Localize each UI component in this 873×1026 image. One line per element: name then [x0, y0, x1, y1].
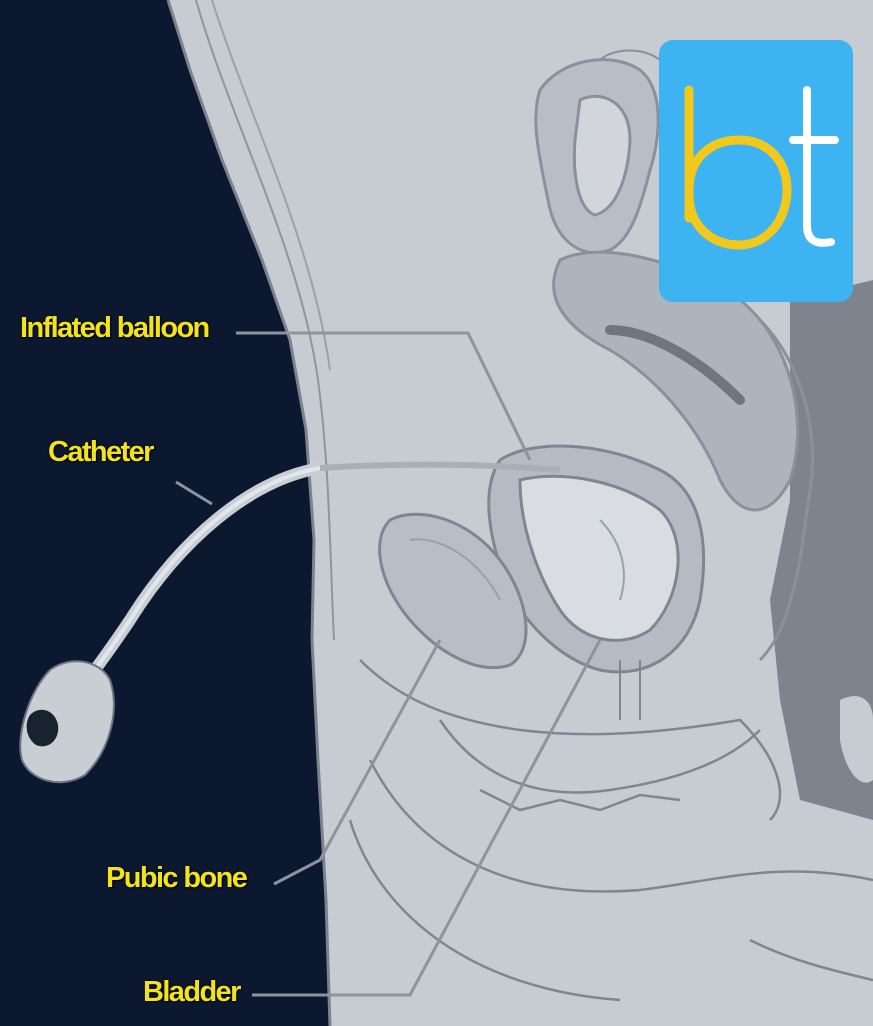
bt-logo-mark [659, 40, 853, 302]
label-pubic-bone: Pubic bone [106, 864, 246, 893]
logo-letter-t [793, 90, 835, 243]
label-inflated-balloon: Inflated balloon [20, 314, 209, 343]
label-bladder: Bladder [143, 978, 240, 1007]
logo-letter-b [689, 90, 787, 245]
label-catheter: Catheter [48, 438, 153, 467]
bt-logo [659, 40, 853, 302]
